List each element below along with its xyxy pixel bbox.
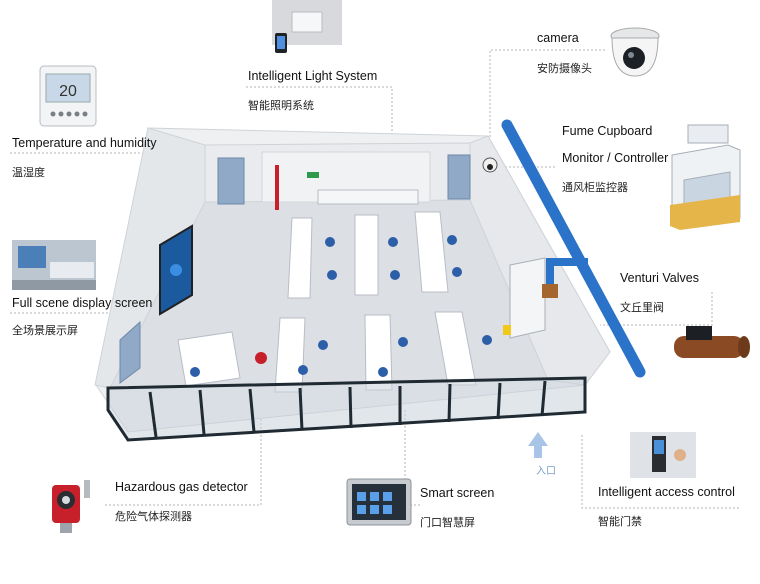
front-glass-wall xyxy=(106,376,587,442)
glass-mullions xyxy=(148,380,547,438)
leader-gas xyxy=(105,375,262,506)
camera-icon xyxy=(610,27,660,77)
fume-cupboard-label-cn: 通风柜监控器 xyxy=(562,182,628,194)
entrance-label: 入口 xyxy=(536,466,556,477)
smart-screen-label-cn: 门口智慧屏 xyxy=(420,517,475,529)
exit-sign xyxy=(307,172,319,178)
temperature-label-cn: 温湿度 xyxy=(12,167,45,179)
venturi-label-cn: 文丘里阀 xyxy=(620,302,664,314)
thermostat-readout: 20 xyxy=(59,83,77,100)
display-screen-photo xyxy=(12,240,96,290)
display-screen-label: Full scene display screen xyxy=(12,296,153,310)
back-door-left xyxy=(217,157,245,205)
display-screen-label-cn: 全场景展示屏 xyxy=(12,325,78,337)
venturi-label: Venturi Valves xyxy=(620,271,699,285)
leader-light xyxy=(246,86,393,138)
leader-camera xyxy=(489,49,605,148)
thermostat-icon: 20 xyxy=(39,65,97,127)
leader-access xyxy=(581,435,740,509)
fume-cupboard-label-1: Fume Cupboard xyxy=(562,124,653,138)
smart-screen-icon xyxy=(346,478,412,526)
lab-chairs xyxy=(190,235,492,377)
entrance-arrow-icon xyxy=(528,432,548,458)
exhaust-duct xyxy=(501,119,646,378)
smart-screen-label: Smart screen xyxy=(420,486,495,500)
venturi-valve-icon xyxy=(674,326,750,358)
leader-venturi xyxy=(600,292,713,326)
duct-valve xyxy=(542,284,558,298)
camera-label: camera xyxy=(537,31,579,45)
light-system-label: Intelligent Light System xyxy=(248,69,378,83)
gas-detector-label-cn: 危险气体探测器 xyxy=(115,511,192,523)
temperature-label: Temperature and humidity xyxy=(12,136,157,150)
light-system-label-cn: 智能照明系统 xyxy=(248,100,314,112)
fume-cupboard-label-2: Monitor / Controller xyxy=(562,151,669,165)
ceiling-light-icon xyxy=(272,0,342,53)
fume-hood-unit xyxy=(509,257,546,339)
back-bench xyxy=(317,189,419,205)
access-control-label: Intelligent access control xyxy=(598,485,735,499)
room-gas-detector xyxy=(255,352,267,364)
laboratory-room xyxy=(94,119,646,442)
fume-hood-icon xyxy=(670,124,741,230)
bench-row-back xyxy=(287,211,449,299)
access-control-label-cn: 智能门禁 xyxy=(598,516,642,528)
leader-smart xyxy=(404,410,420,506)
hazard-sign xyxy=(503,325,511,335)
gas-detector-label: Hazardous gas detector xyxy=(115,480,248,494)
duct-branch xyxy=(546,258,588,292)
back-door-right xyxy=(447,154,471,200)
leader-lines xyxy=(10,49,740,509)
red-pipe xyxy=(275,165,279,210)
gas-detector-icon xyxy=(52,480,90,533)
left-door xyxy=(119,320,141,384)
left-wall xyxy=(94,127,206,389)
access-control-icon xyxy=(630,432,696,478)
camera-label-cn: 安防摄像头 xyxy=(537,63,592,75)
